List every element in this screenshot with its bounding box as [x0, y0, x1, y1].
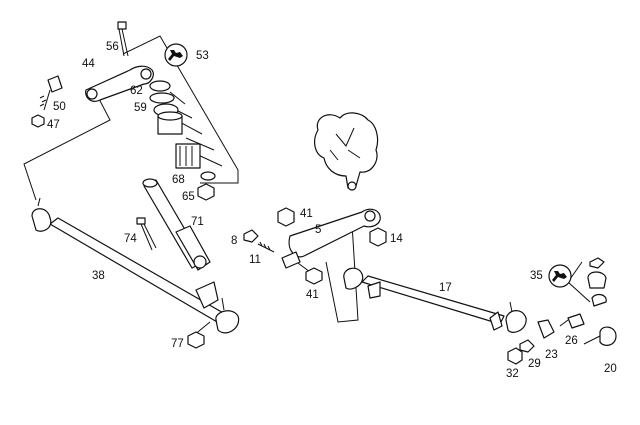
callout-59: 59: [134, 102, 147, 114]
callout-77: 77: [171, 338, 184, 350]
callout-41-bottom: 41: [306, 289, 319, 301]
tie-rod-left: [31, 197, 240, 349]
callout-62: 62: [130, 85, 143, 97]
callout-26: 26: [565, 335, 578, 347]
callouts: 56 53 44 62 59 50 47 68 65 71 74 38 77 8…: [47, 41, 617, 380]
callout-14: 14: [390, 233, 403, 245]
callout-17: 17: [439, 282, 452, 294]
callout-56: 56: [106, 41, 119, 53]
callout-44: 44: [82, 58, 95, 70]
damper: [136, 178, 211, 271]
callout-74: 74: [124, 233, 137, 245]
callout-20: 20: [604, 363, 617, 375]
wrench-icon: [164, 43, 188, 67]
callout-71: 71: [191, 216, 204, 228]
callout-32: 32: [506, 368, 519, 380]
callout-50: 50: [53, 101, 66, 113]
callout-35: 35: [530, 270, 543, 282]
callout-8: 8: [231, 235, 237, 247]
callout-23: 23: [545, 349, 558, 361]
callout-29: 29: [528, 358, 541, 370]
callout-65: 65: [182, 191, 195, 203]
callout-5: 5: [315, 224, 321, 236]
stacked-parts: [149, 80, 216, 201]
right-small-parts: [507, 257, 617, 365]
callout-11: 11: [249, 254, 261, 266]
callout-47: 47: [47, 119, 60, 131]
callout-41-top: 41: [300, 208, 313, 220]
steering-arm: [31, 21, 154, 128]
callout-53: 53: [196, 50, 209, 62]
callout-68: 68: [172, 174, 185, 186]
tie-rod-right: [343, 267, 527, 333]
steering-box: [314, 112, 379, 191]
callout-38: 38: [92, 270, 105, 282]
wrench-icon: [548, 264, 572, 288]
idler-arm: [243, 207, 387, 285]
